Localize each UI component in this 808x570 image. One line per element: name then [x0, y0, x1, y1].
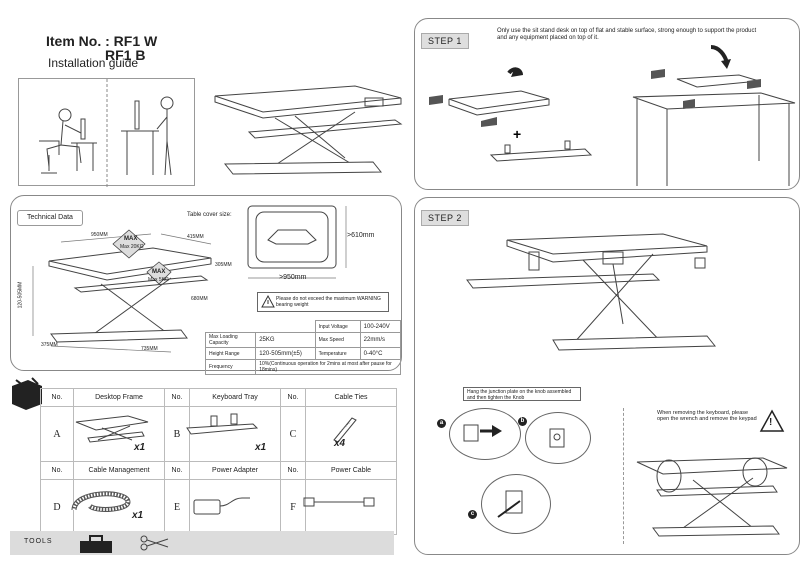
usage-illustration [18, 78, 195, 187]
step1-place-illustration [632, 45, 796, 186]
no-header: No. [40, 461, 74, 480]
guide-subtitle: Installation guide [48, 56, 139, 70]
max-top-sub: Max 20KG [120, 244, 144, 250]
detail-c-drawing [497, 490, 523, 518]
spec-frequency-label: Frequency [204, 359, 257, 375]
detail-a [449, 408, 521, 460]
step2-assembly-illustration [466, 233, 717, 351]
step2-panel: STEP 2 Hang the junction plate on the kn… [414, 197, 800, 555]
max-top-title: MAX [124, 236, 138, 242]
scissors-icon [140, 535, 169, 551]
cover-width: >950mm [279, 274, 307, 281]
dim-735: 735MM [141, 346, 158, 352]
spec-height-range-value: 120-505mm(±5) [255, 347, 316, 360]
spec-max-speed-label: Max Speed [314, 332, 361, 348]
part-d-name: Cable Management [73, 461, 165, 480]
callout-b: b [518, 417, 527, 426]
box-icon [12, 377, 42, 410]
technical-data-panel: Technical Data Table cover size: MAX Max… [10, 195, 402, 375]
part-b-qty: x1 [255, 442, 267, 453]
dim-375: 375MM [41, 342, 58, 348]
max-low-title: MAX [152, 269, 166, 275]
cable-management-image [71, 491, 131, 512]
dimension-diagram [32, 229, 212, 353]
no-header: No. [164, 461, 190, 480]
item-number: Item No. : RF1 W [46, 33, 158, 49]
spec-temperature-value: 0-40°C [359, 347, 402, 360]
step1-unbox-illustration: + [429, 67, 593, 162]
part-b-name: Keyboard Tray [189, 388, 281, 407]
part-c-letter: C [280, 406, 306, 462]
spec-frequency-value: 10%(Continuous operation for 2mins at mo… [255, 359, 401, 375]
spec-max-loading-label: Max Loading Capacity [204, 332, 257, 348]
spec-max-loading-value: 25KG [255, 332, 316, 348]
sitting-standing-figure [39, 79, 174, 187]
desktop-frame-image [75, 415, 149, 443]
step2-tag: STEP 2 [421, 210, 469, 226]
part-e-letter: E [164, 479, 190, 535]
part-a-qty: x1 [134, 442, 146, 453]
caution-icon [759, 409, 785, 432]
technical-data-tag: Technical Data [17, 210, 83, 226]
keyboard-note: When removing the keyboard, please open … [657, 410, 757, 422]
step2-divider [623, 408, 624, 544]
step1-tag: STEP 1 [421, 33, 469, 49]
table-cover-label: Table cover size: [187, 212, 232, 218]
plus-icon: + [513, 126, 521, 142]
no-header: No. [280, 461, 306, 480]
dim-height: 120-505MM [17, 281, 24, 309]
part-c-name: Cable Ties [305, 388, 397, 407]
keyboard-tray-image [186, 413, 259, 435]
detail-b [525, 412, 591, 464]
hang-note: Hang the junction plate on the knob asse… [467, 389, 572, 401]
dim-415: 415MM [187, 234, 204, 240]
spec-max-speed-value: 22mm/s [359, 332, 402, 348]
no-header: No. [164, 388, 190, 407]
part-a-letter: A [40, 406, 74, 462]
dim-680: 680MM [191, 296, 208, 302]
no-header: No. [40, 388, 74, 407]
warning-text: Please do not exceed the maximum WARNING… [276, 296, 381, 308]
item-number-2: RF1 B [105, 47, 146, 63]
step1-note: Only use the sit stand desk on top of fl… [497, 28, 757, 41]
power-adapter-image [193, 497, 250, 515]
callout-c: c [468, 510, 477, 519]
detail-a-drawing [463, 424, 502, 442]
part-a-name: Desktop Frame [73, 388, 165, 407]
hang-note-box: Hang the junction plate on the knob asse… [463, 387, 581, 401]
spec-input-voltage-value: 100-240V [359, 320, 402, 333]
part-f-name: Power Cable [305, 461, 397, 480]
parts-table: No. Desktop Frame No. Keyboard Tray No. … [40, 388, 397, 535]
spec-table: Input Voltage 100-240V Max Loading Capac… [204, 320, 402, 375]
tools-label: TOOLS [24, 538, 53, 545]
desk-hero-illustration [214, 85, 403, 175]
step1-panel: STEP 1 Only use the sit stand desk on to… [414, 18, 800, 190]
table-cover-diagram [247, 205, 347, 279]
dim-950: 950MM [91, 232, 108, 238]
cable-ties-image [333, 417, 357, 443]
max-weight-low [146, 261, 172, 285]
cover-height: >610mm [347, 232, 375, 239]
tools-bar: TOOLS [10, 531, 394, 555]
part-d-letter: D [40, 479, 74, 535]
spec-input-voltage-label: Input Voltage [314, 320, 361, 333]
detail-b-drawing [549, 428, 565, 448]
part-e-name: Power Adapter [189, 461, 281, 480]
caution-glyph: ! [769, 417, 773, 428]
callout-a: a [437, 419, 446, 428]
max-low-sub: Max 5KG [148, 277, 169, 283]
keyboard-removal-illustration [636, 457, 788, 537]
detail-c [481, 474, 551, 534]
weight-warning: Please do not exceed the maximum WARNING… [257, 292, 389, 312]
dim-305: 305MM [215, 262, 232, 268]
part-c-qty: x4 [334, 438, 346, 449]
warning-icon [261, 294, 275, 308]
max-weight-top [112, 229, 146, 259]
no-header: No. [280, 388, 306, 407]
part-d-qty: x1 [132, 510, 144, 521]
spec-temperature-label: Temperature [314, 347, 361, 360]
spec-height-range-label: Height Range [204, 347, 257, 360]
power-cable-image [303, 497, 375, 507]
toolbox-icon [80, 535, 112, 553]
